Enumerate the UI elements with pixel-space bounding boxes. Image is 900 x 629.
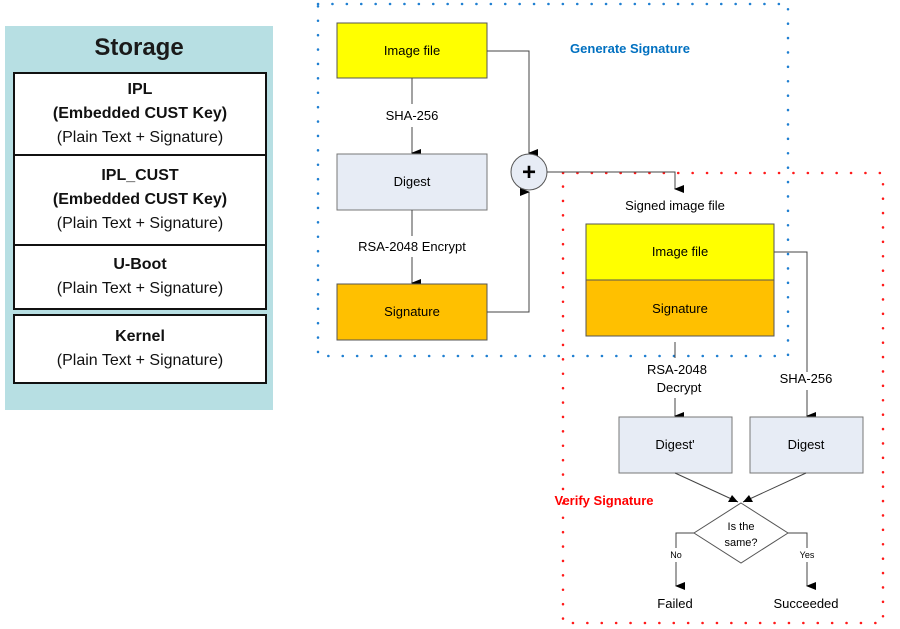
arrow-image-to-combine — [487, 50, 538, 157]
storage-item-note: (Embedded CUST Key) — [52, 105, 228, 122]
decision-line2: same? — [724, 537, 757, 549]
signed-image-file-label: Signed image file — [625, 198, 725, 213]
decision-line1: Is the — [728, 521, 755, 533]
arrowhead — [743, 495, 753, 502]
storage-item-format: (Plain Text + Signature) — [56, 129, 224, 146]
arrow-signature-to-combine — [487, 188, 530, 313]
storage-item-name: IPL — [127, 81, 153, 98]
succeeded-label: Succeeded — [773, 596, 838, 611]
signed-signature-text: Signature — [652, 301, 708, 316]
arrow-digest-prime-to-decision — [674, 472, 739, 503]
storage-item-ipl: IPL (Embedded CUST Key) (Plain Text + Si… — [13, 72, 267, 156]
storage-panel: Storage IPL (Embedded CUST Key) (Plain T… — [5, 26, 273, 410]
storage-item-kernel: Kernel (Plain Text + Signature) — [13, 314, 267, 384]
arrow-combine-to-signed — [547, 171, 684, 193]
arrow-digest-to-decision — [742, 472, 807, 503]
connector — [774, 251, 808, 372]
gen-signature-label: Signature — [384, 304, 440, 319]
generate-signature-region — [316, 2, 790, 358]
decrypt-label-line1: RSA-2048 — [647, 362, 707, 377]
storage-item-name: Kernel — [115, 328, 165, 345]
verify-digest-label: Digest — [788, 437, 825, 452]
verify-hash-label: SHA-256 — [780, 371, 833, 386]
storage-item-format: (Plain Text + Signature) — [56, 215, 224, 232]
storage-item-note: (Embedded CUST Key) — [52, 191, 228, 208]
gen-image-file-label: Image file — [384, 43, 440, 58]
storage-item-name: IPL_CUST — [101, 167, 179, 184]
arrowhead — [728, 495, 738, 502]
storage-item-name: U-Boot — [113, 256, 167, 273]
connector — [675, 532, 694, 548]
gen-digest-box — [336, 153, 488, 211]
decrypt-label-line2: Decrypt — [657, 380, 702, 395]
gen-encrypt-label: RSA-2048 Encrypt — [358, 239, 466, 254]
yes-label: Yes — [800, 550, 815, 560]
storage-item-ipl-cust: IPL_CUST (Embedded CUST Key) (Plain Text… — [13, 154, 267, 246]
storage-item-format: (Plain Text + Signature) — [56, 352, 224, 369]
signed-image-file-text: Image file — [652, 244, 708, 259]
failed-label: Failed — [657, 596, 692, 611]
no-label: No — [670, 550, 682, 560]
verify-digest-box — [749, 416, 864, 474]
storage-item-format: (Plain Text + Signature) — [56, 280, 224, 297]
gen-digest-label: Digest — [394, 174, 431, 189]
signed-signature-box — [585, 279, 775, 337]
gen-image-file-box — [336, 22, 488, 79]
signed-image-file-box — [585, 223, 775, 281]
gen-signature-box — [336, 283, 488, 341]
storage-title: Storage — [94, 34, 184, 61]
generate-signature-title: Generate Signature — [570, 41, 690, 56]
digest-prime-label: Digest' — [655, 437, 694, 452]
connector — [788, 532, 808, 548]
decision-diamond — [693, 502, 789, 564]
combine-symbol: + — [522, 159, 536, 186]
gen-hash-label: SHA-256 — [386, 108, 439, 123]
storage-item-u-boot: U-Boot (Plain Text + Signature) — [13, 244, 267, 310]
verify-signature-title: Verify Signature — [555, 493, 654, 508]
digest-prime-box — [618, 416, 733, 474]
